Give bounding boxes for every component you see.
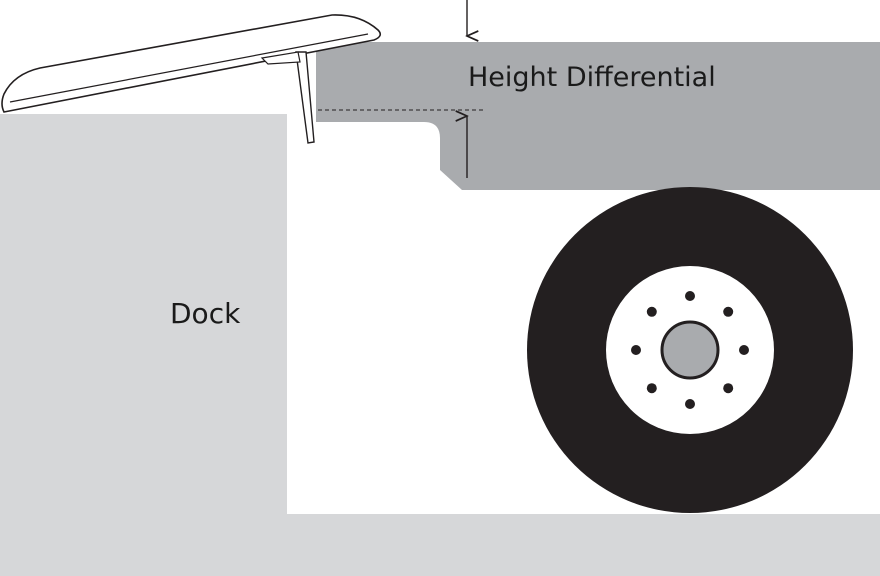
hub: [660, 320, 720, 380]
dock-leveler-deck-inner: [9, 33, 369, 103]
leveler-lip: [295, 51, 315, 144]
dock-label: Dock: [170, 297, 241, 330]
lug-nut: [739, 345, 749, 355]
lug-nut-group: [631, 291, 749, 409]
lug-nut: [631, 345, 641, 355]
lug-nut: [685, 399, 695, 409]
lug-nut: [723, 306, 734, 317]
lug-nut: [646, 383, 657, 394]
trailer-wheel: [527, 187, 853, 513]
height-differential-label: Height Differential: [468, 62, 716, 93]
lug-nut: [685, 291, 695, 301]
lug-nut: [646, 306, 657, 317]
trailer-body: [316, 42, 880, 190]
dock-block: [0, 114, 287, 576]
dock-leveler-deck: [1, 14, 382, 113]
leveler-hinge: [260, 51, 301, 65]
lug-nut: [723, 383, 734, 394]
